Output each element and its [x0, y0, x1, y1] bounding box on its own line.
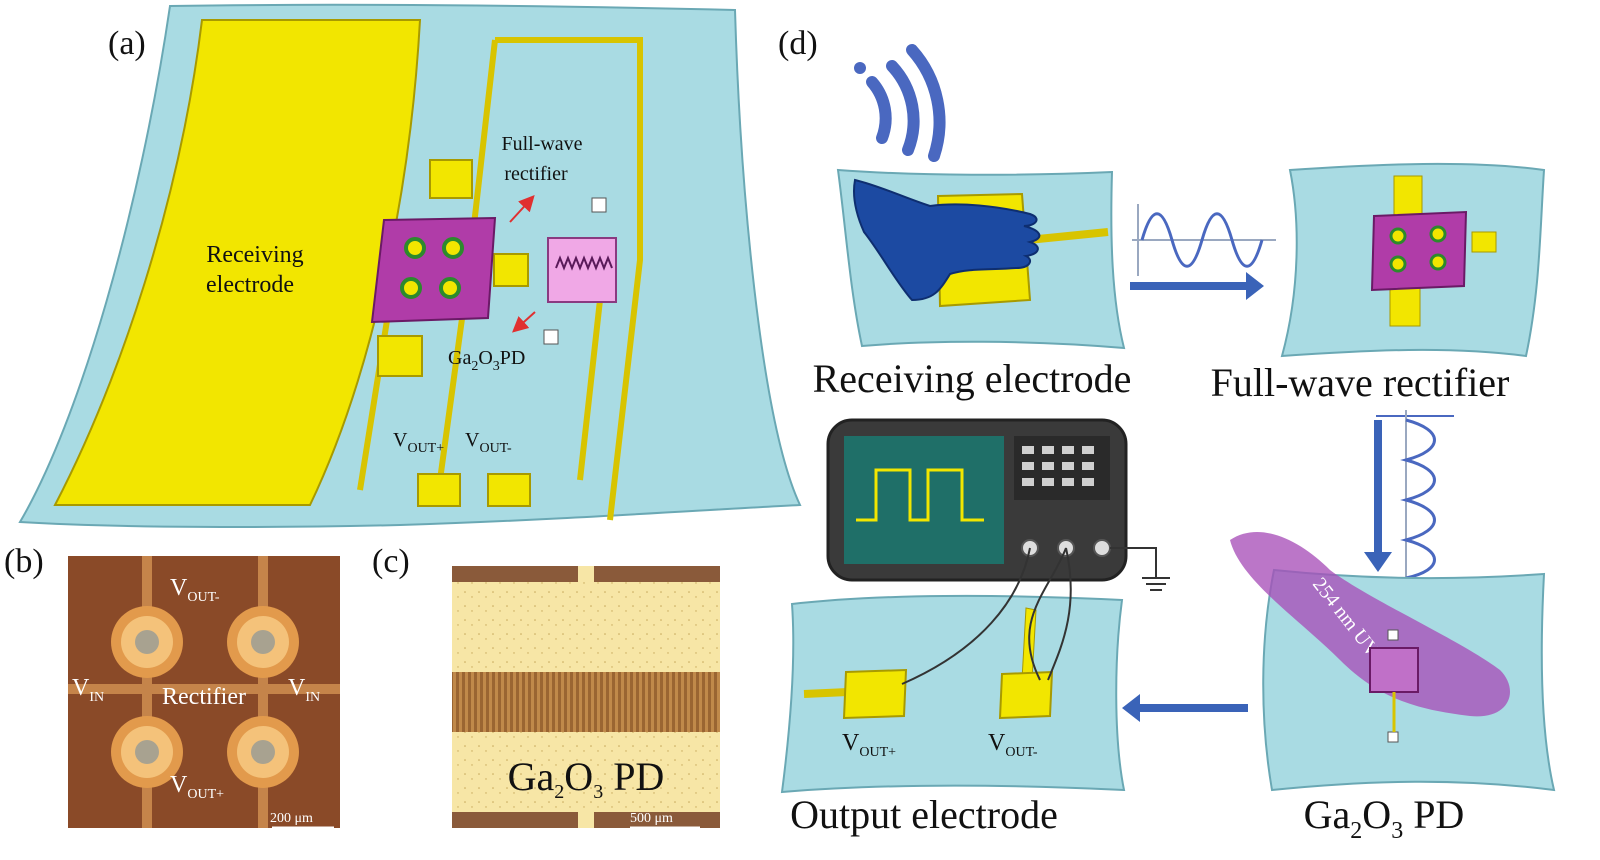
pad-top: [429, 159, 473, 199]
receiving-sheet-lead: [1027, 228, 1109, 244]
micrograph-b-diodes: [111, 606, 299, 788]
pd-sheet-device: [1369, 647, 1419, 693]
vin-right-label: VIN: [288, 675, 320, 705]
pad-vout-pos: [417, 473, 461, 507]
panel-a: (a) Receiving electrode Fu: [18, 3, 802, 528]
hand-icon: [853, 178, 1041, 302]
rectifier-diodes: [400, 237, 464, 299]
ga2o3-pd-label-c: Ga2O3 PD: [508, 754, 665, 803]
rectified-waveform: [1376, 410, 1454, 580]
scale-label-c: 500 μm: [630, 811, 673, 826]
output-electrode-caption: Output electrode: [790, 792, 1058, 837]
pd-bottom-connector: [543, 329, 559, 345]
pd-callout: [512, 311, 536, 333]
vout-neg-label-b: VOUT-: [170, 575, 220, 605]
vout-neg-label-d: VOUT-: [988, 730, 1038, 760]
output-pad-pos: [842, 668, 908, 720]
output-pad-neg: [998, 670, 1054, 720]
panel-b: (b) VOUT- VOUT+ VIN VIN Rectifier 200 μm: [4, 543, 340, 830]
pad-bottom: [377, 335, 423, 377]
panel-b-label: (b): [4, 543, 44, 580]
micrograph-c-comb: [452, 672, 720, 732]
arrow-to-rectifier: [1130, 272, 1264, 300]
rectifier-sheet-chip: [1370, 210, 1468, 292]
uv-beam: [1230, 531, 1510, 717]
panel-d-label: (d): [778, 25, 818, 62]
panel-c-label: (c): [372, 543, 410, 580]
rectifier-sheet-pad-bottom: [1389, 285, 1421, 327]
receiving-label-line1: Receiving: [206, 242, 303, 268]
receiving-electrode-pad: [53, 19, 422, 506]
wireless-signal-icon: [854, 44, 946, 162]
pd-interdigitated: [555, 255, 613, 271]
full-wave-label-line1: Full-wave: [501, 133, 582, 155]
vin-left-label: VIN: [72, 675, 104, 705]
rectifier-label-b: Rectifier: [162, 684, 246, 710]
full-wave-label-line2: rectifier: [504, 163, 568, 185]
pd-sheet-connector-bottom: [1387, 731, 1399, 743]
rectifier-chip: [370, 216, 497, 324]
panel-c: (c) Ga2O3 PD 500 μm: [372, 543, 720, 830]
rectifier-sheet-diodes: [1389, 225, 1447, 273]
probe-wires: [901, 547, 1072, 685]
pd-top-connector: [591, 197, 607, 213]
rectifier-callout: [509, 195, 535, 223]
arrow-to-output: [1122, 694, 1248, 722]
vout-neg-label-a: VOUT-: [465, 429, 512, 456]
ga2o3-pd-label-a: Ga2O3PD: [448, 347, 525, 374]
micrograph-b-traces: [68, 556, 340, 828]
arrow-to-pd: [1364, 420, 1392, 572]
micrograph-c-top-gap: [578, 566, 594, 582]
panel-a-label: (a): [108, 25, 146, 62]
panel-d: (d) Receiving electrode F: [778, 25, 1556, 844]
pd-chip: [547, 237, 617, 303]
full-wave-rectifier-caption: Full-wave rectifier: [1211, 360, 1510, 405]
rectifier-sheet-pad-right: [1471, 231, 1497, 253]
vout-pos-label-b: VOUT+: [170, 772, 224, 802]
scale-label-b: 200 μm: [270, 811, 313, 826]
receiving-label-line2: electrode: [206, 272, 294, 298]
rectifier-sheet-pad-top: [1393, 175, 1423, 217]
pd-sheet-connector-top: [1387, 629, 1399, 641]
ac-waveform: [1132, 204, 1276, 276]
ground-symbol-icon: [1110, 547, 1170, 591]
micrograph-c-bottom-gap: [578, 812, 594, 828]
output-sheet-lead-left: [803, 688, 849, 698]
receiving-electrode-caption: Receiving electrode: [813, 356, 1132, 401]
vout-pos-label-a: VOUT+: [393, 429, 444, 456]
output-sheet: [780, 594, 1126, 794]
pad-right: [493, 253, 529, 287]
vout-pos-label-d: VOUT+: [842, 730, 896, 760]
ga2o3-pd-caption-d: Ga2O3 PD: [1304, 792, 1465, 844]
pad-vout-neg: [487, 473, 531, 507]
oscilloscope-icon: [826, 418, 1128, 582]
